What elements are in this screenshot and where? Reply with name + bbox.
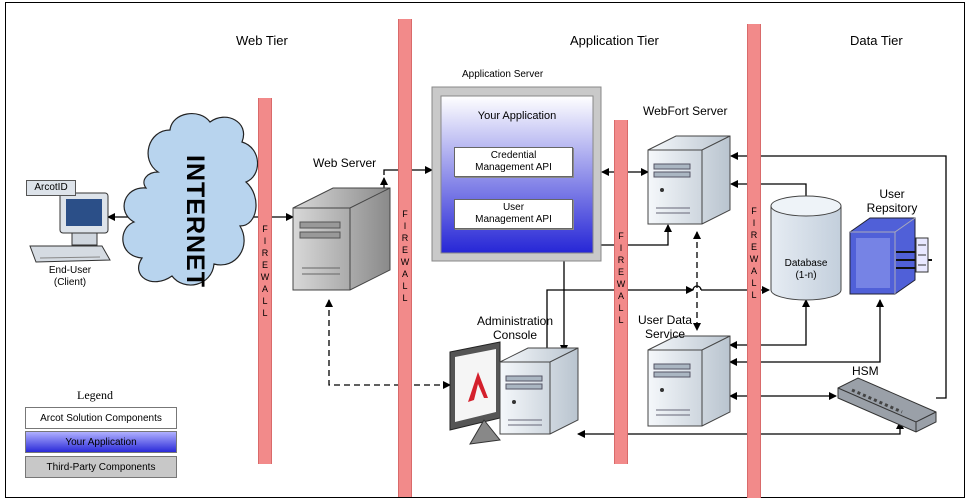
firewall-letter: L <box>262 308 268 318</box>
user-repository-line2: Repsitory <box>866 201 918 215</box>
user-api-line1: User <box>502 202 525 213</box>
firewall-letter: R <box>401 233 409 243</box>
client-computer <box>29 192 111 263</box>
internet-cloud <box>122 113 259 286</box>
firewall-letter: L <box>618 315 624 325</box>
firewall-letter: W <box>400 257 410 267</box>
database-label-line1: Database <box>784 258 828 269</box>
internet-label: INTERNET <box>181 155 209 288</box>
your-application-title: Your Application <box>477 110 557 122</box>
admin-console-line1: Administration <box>476 314 554 328</box>
firewall-letter: R <box>750 230 758 240</box>
firewall-letter: F <box>751 206 757 216</box>
user-data-service-line2: Service <box>644 327 685 341</box>
user-data-service-label: User Data Service <box>632 313 698 341</box>
user-data-service-tower <box>647 335 731 427</box>
firewall-letter: R <box>261 248 269 258</box>
firewall-letter: A <box>261 284 268 294</box>
firewall-letter: L <box>751 290 757 300</box>
client-label-line2: (Client) <box>53 277 87 288</box>
web-tier-title: Web Tier <box>236 33 288 48</box>
firewall-letter: E <box>401 245 408 255</box>
user-repository-device <box>849 217 932 295</box>
data-tier-title: Data Tier <box>850 33 903 48</box>
firewall-letter: L <box>751 278 757 288</box>
firewall-letter: L <box>618 303 624 313</box>
client-label: End-User (Client) <box>40 265 100 289</box>
admin-console-computer <box>449 341 579 445</box>
firewall-letter: A <box>750 266 757 276</box>
database-cylinder <box>770 195 842 301</box>
admin-console-line2: Console <box>492 328 538 342</box>
legend-third-party-components: Third-Party Components <box>25 456 177 478</box>
credential-api-line2: Management API <box>475 162 552 173</box>
credential-api-line1: Credential <box>490 150 537 161</box>
firewall-letter: F <box>262 224 268 234</box>
firewall-letter: I <box>263 236 267 246</box>
firewall-letter: I <box>752 218 756 228</box>
firewall-letter: I <box>619 243 623 253</box>
firewall-letter: W <box>260 272 270 282</box>
web-server-tower <box>292 187 391 291</box>
database-label: Database (1-n) <box>771 258 841 282</box>
admin-console-label: Administration Console <box>470 314 560 342</box>
firewall-letter: L <box>262 296 268 306</box>
firewall-letter: W <box>749 254 759 264</box>
user-api-line2: Management API <box>475 214 552 225</box>
firewall-app-data <box>747 24 761 498</box>
firewall-letter: W <box>616 279 626 289</box>
arcotid-badge: ArcotID <box>26 180 76 196</box>
user-repository-label: User Repsitory <box>862 187 922 215</box>
webfort-server-tower <box>647 135 731 225</box>
firewall-letter: E <box>750 242 757 252</box>
web-server-label: Web Server <box>313 156 377 170</box>
webfort-server-label: WebFort Server <box>643 104 728 118</box>
hsm-device <box>837 377 937 433</box>
legend-title: Legend <box>77 388 113 402</box>
firewall-letter: L <box>402 281 408 291</box>
firewall-letter: F <box>618 231 624 241</box>
legend-your-application: Your Application <box>25 431 177 453</box>
firewall-letter: E <box>261 260 268 270</box>
application-tier-title: Application Tier <box>570 33 659 48</box>
legend: Legend <box>15 386 187 478</box>
hsm-label: HSM <box>852 364 879 378</box>
client-label-line1: End-User <box>48 265 92 276</box>
firewall-letter: E <box>617 267 624 277</box>
firewall-letter: A <box>617 291 624 301</box>
legend-arcot-components: Arcot Solution Components <box>25 407 177 429</box>
firewall-letter: F <box>402 209 408 219</box>
firewall-letter: A <box>401 269 408 279</box>
firewall-web-app <box>398 19 412 497</box>
credential-management-api-box: Credential Management API <box>454 147 573 177</box>
application-server-title: Application Server <box>462 69 544 80</box>
firewall-letter: R <box>617 255 625 265</box>
user-data-service-line1: User Data <box>637 313 693 327</box>
firewall-web <box>258 98 272 464</box>
database-label-line2: (1-n) <box>795 270 817 281</box>
firewall-letter: I <box>403 221 407 231</box>
firewall-app <box>614 120 628 464</box>
user-repository-line1: User <box>879 187 905 201</box>
firewall-letter: L <box>402 293 408 303</box>
user-management-api-box: User Management API <box>454 199 573 229</box>
diagram-frame <box>5 2 965 498</box>
